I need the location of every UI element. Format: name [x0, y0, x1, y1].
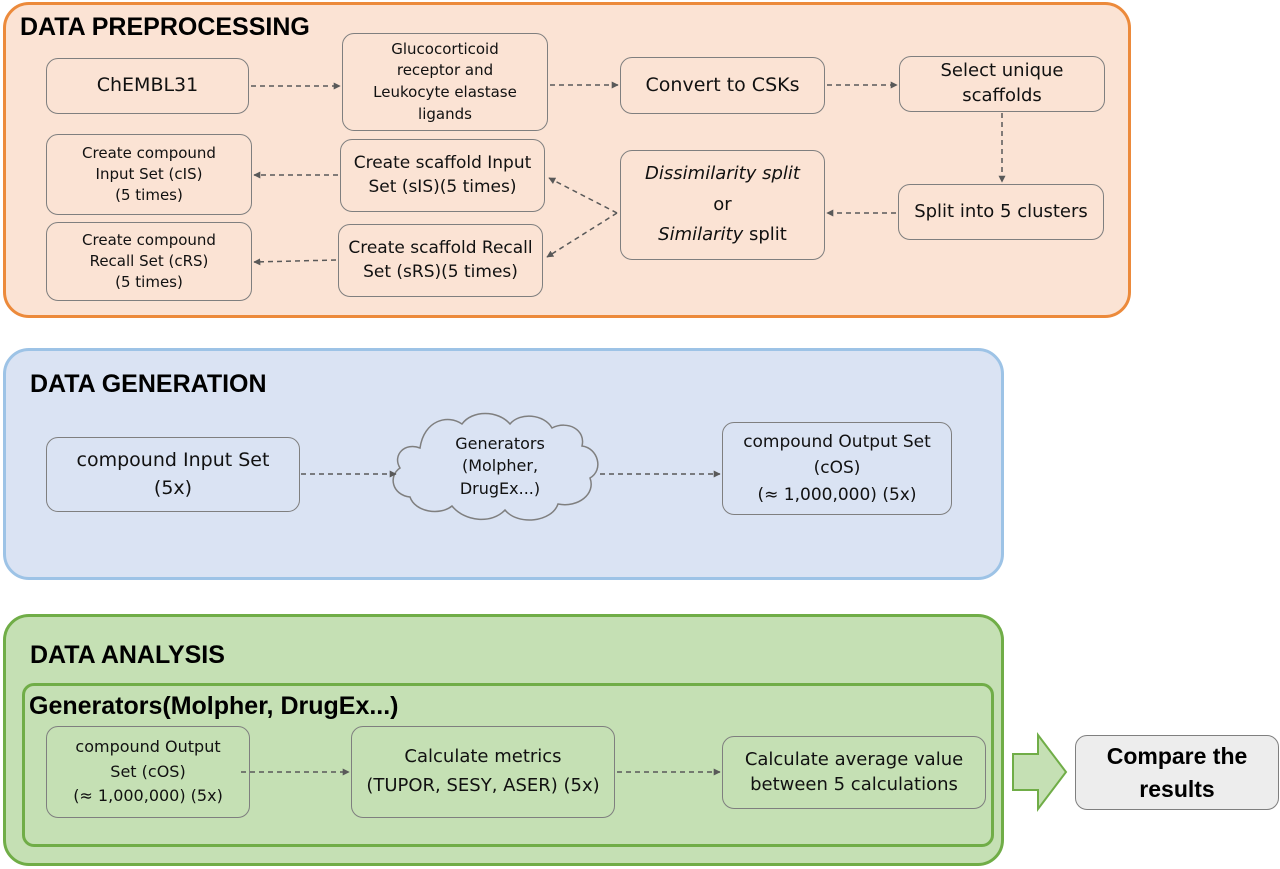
compound-recall-line-1: Create compound	[82, 231, 216, 250]
compound-output-set-line-2: (cOS)	[813, 458, 861, 479]
analysis-output-line-1: compound Output	[75, 736, 221, 756]
select-scaffolds-line-2: scaffolds	[962, 85, 1042, 106]
calculate-metrics-line-1: Calculate metrics	[404, 746, 562, 768]
arrow-choice-to-scaffold-input	[548, 177, 618, 214]
analysis-output-set-box: compound Output Set (cOS) (≈ 1,000,000) …	[46, 726, 250, 818]
or-label: or	[713, 193, 732, 215]
scaffold-input-box: Create scaffold Input Set (sIS)(5 times)	[340, 139, 545, 212]
ligands-line-4: ligands	[418, 104, 472, 123]
scaffold-recall-box: Create scaffold Recall Set (sRS)(5 times…	[338, 224, 543, 297]
compound-output-set-line-1: compound Output Set	[743, 431, 931, 452]
data-analysis-title: DATA ANALYSIS	[30, 641, 225, 669]
compound-input-line-2: Input Set (cIS)	[95, 165, 203, 184]
data-preprocessing-title: DATA PREPROCESSING	[20, 13, 310, 41]
compound-input-set-line-2: (5x)	[153, 476, 193, 499]
compare-results-box: Compare the results	[1075, 735, 1279, 810]
compound-input-set-box: compound Input Set (5x)	[46, 437, 300, 512]
compound-recall-line-2: Recall Set (cRS)	[89, 252, 209, 271]
analysis-output-line-3: (≈ 1,000,000) (5x)	[73, 786, 223, 806]
dissimilarity-split-label: Dissimilarity split	[645, 163, 800, 185]
data-generation-title: DATA GENERATION	[30, 370, 267, 398]
generators-line-3: DrugEx...)	[459, 478, 541, 498]
generators-cloud	[392, 412, 599, 521]
generators-line-2: (Molpher,	[461, 456, 539, 476]
compound-input-box: Create compound Input Set (cIS) (5 times…	[46, 134, 252, 215]
calculate-metrics-line-2: (TUPOR, SESY, ASER) (5x)	[366, 775, 600, 796]
compound-input-line-3: (5 times)	[115, 185, 183, 204]
ligands-line-1: Glucocorticoid	[391, 39, 499, 58]
split-clusters-box: Split into 5 clusters	[898, 184, 1104, 240]
similarity-split-label: Similarity split	[658, 220, 787, 251]
calculate-average-line-1: Calculate average value	[744, 748, 964, 770]
split-choice-box: Dissimilarity split or Similarity split	[620, 150, 825, 260]
scaffold-input-line-2: Set (sIS)(5 times)	[368, 176, 517, 197]
compare-line-1: Compare the	[1106, 743, 1248, 770]
chembl31-label: ChEMBL31	[96, 74, 199, 97]
compound-output-set-box: compound Output Set (cOS) (≈ 1,000,000) …	[722, 422, 952, 515]
compound-input-line-1: Create compound	[82, 144, 216, 163]
compound-recall-line-3: (5 times)	[115, 272, 183, 291]
arrow-scaffold-recall-to-compound-recall	[253, 258, 337, 266]
compare-line-2: results	[1139, 775, 1215, 802]
calculate-metrics-box: Calculate metrics (TUPOR, SESY, ASER) (5…	[351, 726, 615, 818]
analysis-output-line-2: Set (cOS)	[110, 761, 186, 781]
ligands-line-2: receptor and	[396, 61, 494, 80]
split-clusters-label: Split into 5 clusters	[914, 200, 1088, 222]
chembl31-box: ChEMBL31	[46, 58, 249, 114]
similarity-word: Similarity	[658, 224, 744, 246]
select-scaffolds-line-1: Select unique	[940, 60, 1064, 82]
generators-cloud-label: Generators (Molpher, DrugEx...)	[410, 433, 590, 500]
ligands-box: Glucocorticoid receptor and Leukocyte el…	[342, 33, 548, 131]
calculate-average-line-2: between 5 calculations	[750, 773, 958, 795]
block-arrow-to-compare	[1012, 732, 1068, 812]
convert-csks-box: Convert to CSKs	[620, 57, 825, 114]
convert-csks-label: Convert to CSKs	[645, 73, 800, 96]
calculate-average-box: Calculate average value between 5 calcul…	[722, 736, 986, 809]
generators-line-1: Generators	[455, 434, 545, 453]
ligands-line-3: Leukocyte elastase	[373, 83, 517, 101]
scaffold-recall-line-1: Create scaffold Recall	[348, 238, 533, 259]
compound-output-set-line-3: (≈ 1,000,000) (5x)	[757, 484, 917, 505]
compound-input-set-line-1: compound Input Set	[76, 448, 270, 471]
select-scaffolds-box: Select unique scaffolds	[899, 56, 1105, 112]
scaffold-input-line-1: Create scaffold Input	[353, 153, 532, 174]
scaffold-recall-line-2: Set (sRS)(5 times)	[363, 261, 518, 282]
compound-recall-box: Create compound Recall Set (cRS) (5 time…	[46, 222, 252, 301]
generators-subtitle: Generators(Molpher, DrugEx...)	[29, 692, 399, 720]
split-word: split	[743, 224, 787, 246]
arrow-choice-to-scaffold-recall	[546, 212, 618, 258]
